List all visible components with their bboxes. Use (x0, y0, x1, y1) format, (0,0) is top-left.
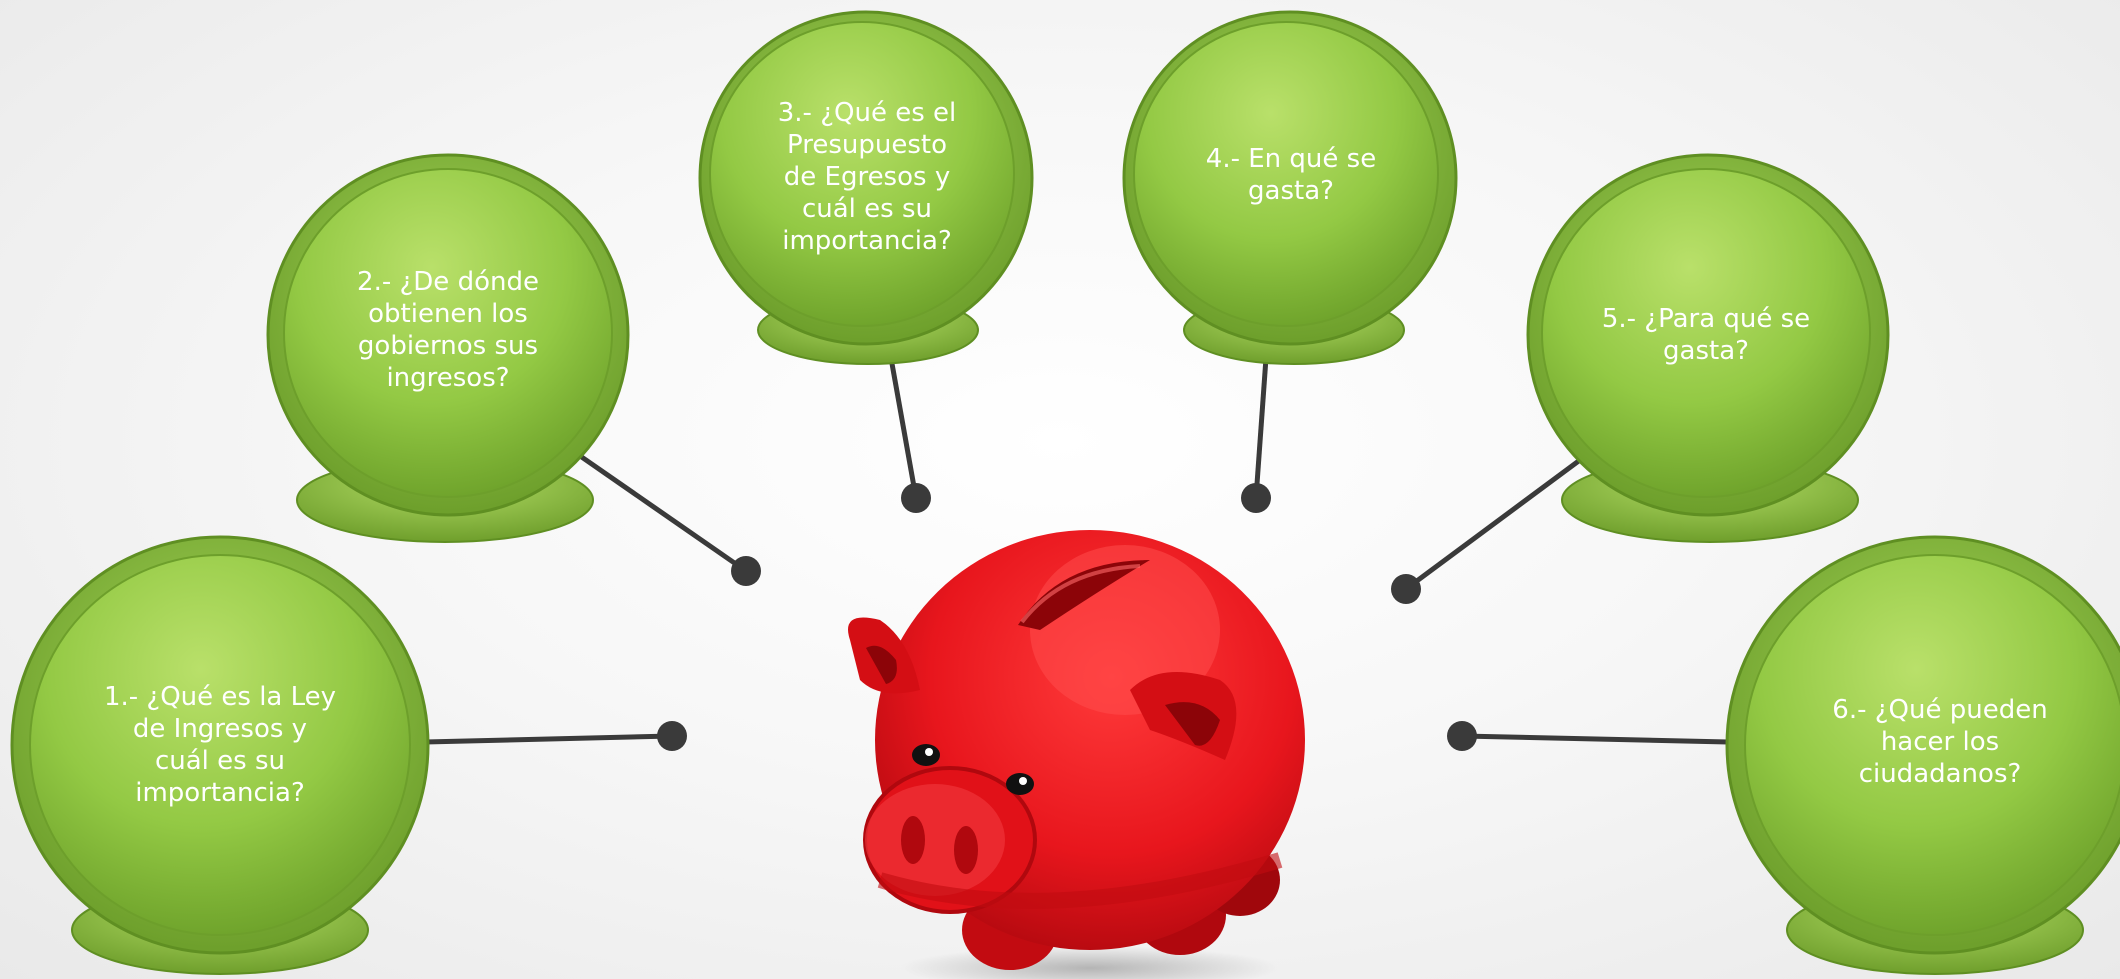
bubble-q1 (10, 535, 430, 975)
piggy-bank-icon (848, 530, 1305, 979)
question-2-text: 2.- ¿De dónde obtienen los gobiernos sus… (357, 267, 539, 393)
bubble-q6 (1725, 535, 2120, 975)
connector-q1 (424, 721, 687, 751)
bubble-q2 (266, 153, 630, 543)
question-4-text: 4.- En qué se gasta? (1205, 144, 1377, 206)
question-3-text: 3.- ¿Qué es el Presupuesto de Egresos y … (777, 98, 957, 256)
question-1-text: 1.- ¿Qué es la Ley de Ingresos y cuál es… (103, 682, 337, 808)
connector-q6 (1447, 721, 1729, 751)
connector-q2 (558, 439, 761, 586)
bubble-q5 (1526, 153, 1890, 543)
question-6-text: 6.- ¿Qué pueden hacer los ciudadanos? (1832, 695, 2048, 789)
bubble-q3 (698, 10, 1034, 365)
question-5-text: 5.- ¿Para qué se gasta? (1601, 304, 1811, 366)
connector-q5 (1391, 457, 1582, 604)
bubble-q4 (1122, 10, 1458, 365)
